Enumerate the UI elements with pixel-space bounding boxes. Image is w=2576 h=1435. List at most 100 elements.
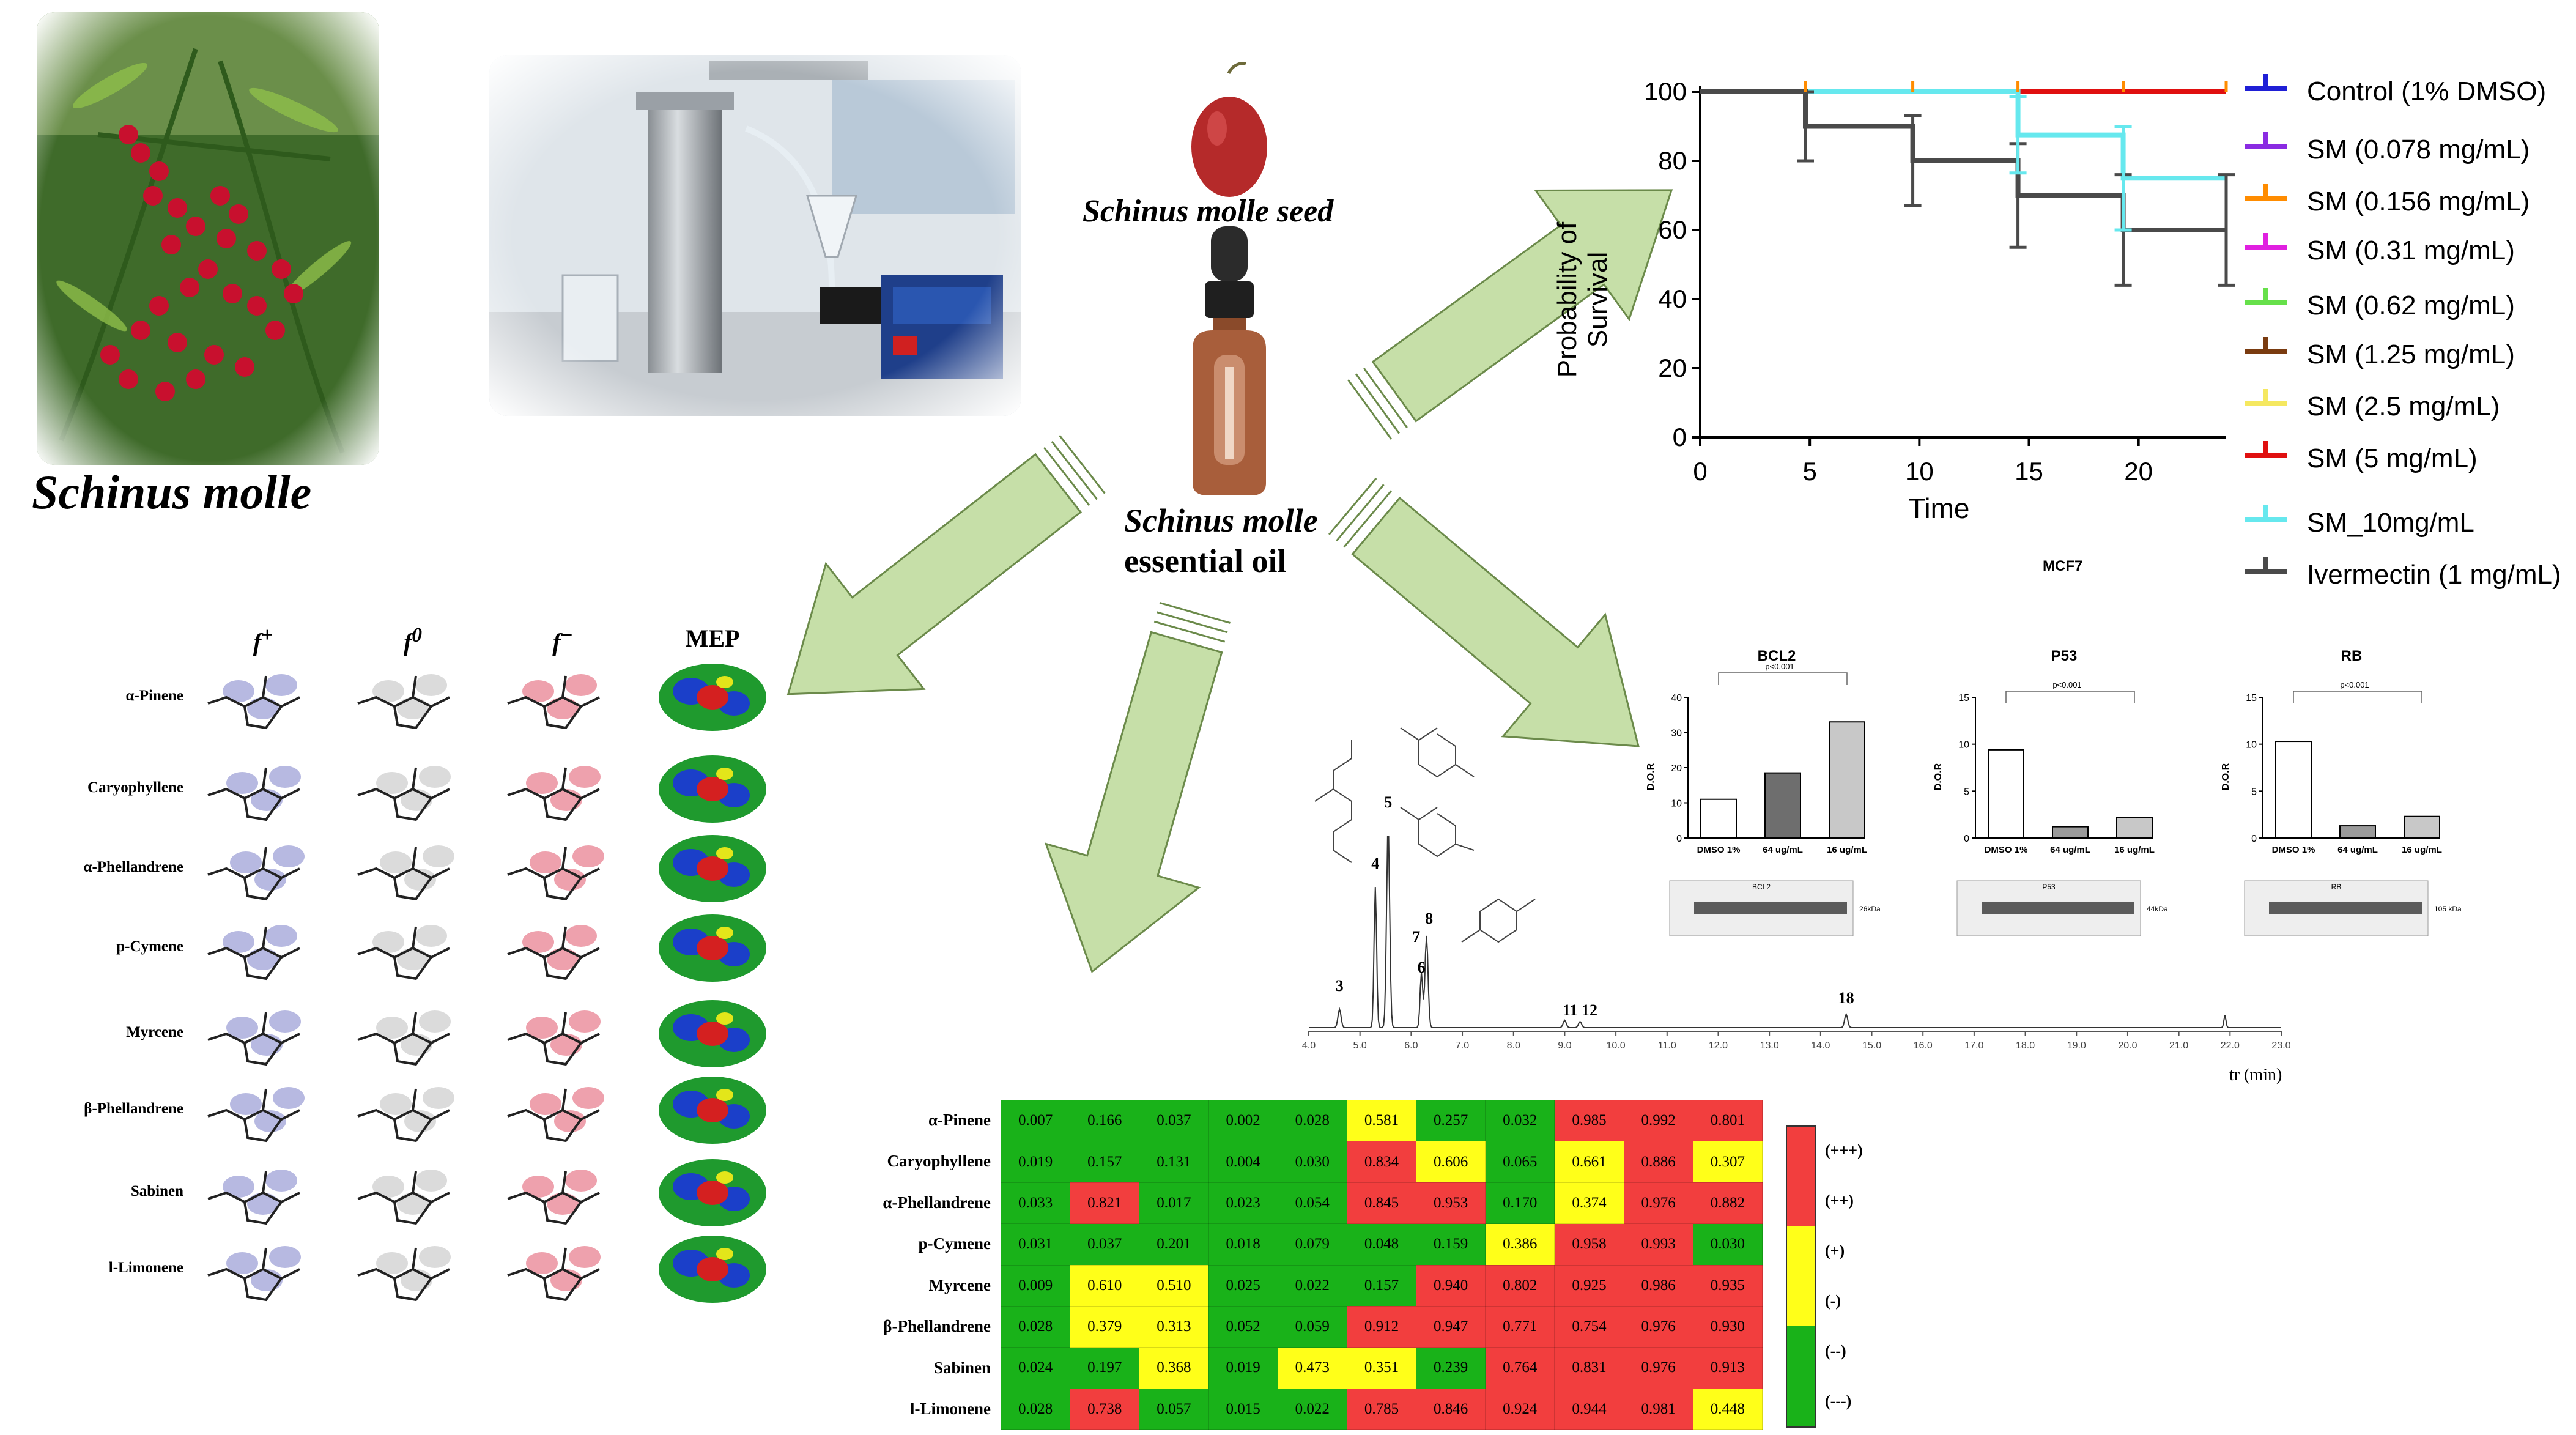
molecule-skeleton: [507, 1108, 600, 1121]
wb-category-label: 64 ug/mL: [1763, 845, 1803, 855]
heatmap-cell: 0.379: [1070, 1305, 1140, 1348]
molecule-skeleton: [412, 1012, 417, 1034]
orbital-lobe: [265, 925, 297, 947]
molecule-skeleton: [243, 1201, 283, 1225]
mep-surface: [659, 1236, 766, 1303]
mep-blob: [697, 856, 728, 881]
fukui-function-molecule: [207, 674, 300, 730]
orbital-lobe: [226, 772, 258, 794]
heatmap-cell: 0.976: [1623, 1182, 1693, 1225]
gc-tick-label: 6.0: [1404, 1040, 1418, 1051]
heatmap-cell: 0.025: [1208, 1264, 1278, 1307]
orbital-lobe: [522, 1176, 554, 1198]
heatmap-legend-label: (---): [1825, 1392, 1852, 1410]
heatmap-row-label: α-Phellandrene: [883, 1193, 991, 1212]
blot-band: [2269, 902, 2422, 914]
molecule-skeleton: [543, 1277, 582, 1302]
legend-label: SM (5 mg/mL): [2307, 443, 2478, 473]
orbital-lobe: [376, 1252, 408, 1274]
molecule-skeleton: [357, 1267, 450, 1280]
molecule-skeleton: [243, 705, 283, 730]
orbital-lobe: [226, 1017, 258, 1039]
legend-label: SM (0.62 mg/mL): [2307, 291, 2515, 321]
fukui-function-molecule: [357, 1246, 451, 1302]
heatmap-cell: 0.015: [1208, 1388, 1278, 1431]
heatmap-legend-label: (--): [1825, 1342, 1846, 1360]
molecule-skeleton: [207, 946, 300, 959]
x-tick-label: 20: [2124, 457, 2153, 486]
mep-blob: [716, 847, 733, 859]
significance-bracket: [2293, 691, 2422, 703]
gc-tick-label: 17.0: [1964, 1040, 1983, 1051]
heatmap-cell: 0.054: [1277, 1182, 1347, 1225]
legend-swatch-icon: [2245, 288, 2287, 305]
mep-blob: [697, 1181, 728, 1205]
molecule-skeleton: [262, 1088, 267, 1111]
molecule-skeleton: [507, 867, 600, 880]
gc-tick-label: 9.0: [1558, 1040, 1571, 1051]
x-tick-label: 10: [1905, 457, 1934, 486]
heatmap-row-label: β-Phellandrene: [883, 1317, 991, 1336]
heatmap-cell: 0.028: [1000, 1388, 1071, 1431]
y-tick-label: 60: [1658, 215, 1687, 244]
survival-ylabel: Probability of Survival: [1552, 221, 1613, 378]
wb-tick-label: 40: [1671, 693, 1682, 703]
heatmap-cell: 0.065: [1485, 1141, 1555, 1183]
wb-title: BCL2: [1758, 648, 1796, 664]
mep-blob: [716, 1012, 733, 1025]
legend-entry: SM (2.5 mg/mL): [2238, 385, 2569, 422]
molecule-skeleton: [507, 787, 600, 800]
legend-entry: SM (0.62 mg/mL): [2238, 284, 2569, 321]
orbital-lobe: [223, 1176, 254, 1198]
legend-swatch-icon: [2245, 337, 2287, 354]
heatmap-cell: 0.048: [1346, 1223, 1417, 1266]
schinus-plant-photo: [37, 12, 379, 465]
fukui-function-molecule: [507, 1170, 600, 1225]
heatmap-cell: 0.037: [1070, 1223, 1140, 1266]
wb-bar: [2052, 826, 2089, 839]
wb-bar: [1829, 721, 1865, 839]
wb-tick-label: 10: [1958, 740, 1969, 751]
molecule-skeleton: [412, 847, 417, 869]
heatmap-legend-label: (++): [1825, 1192, 1854, 1209]
heatmap-cell: 0.912: [1346, 1305, 1417, 1348]
orbital-lobe: [522, 680, 554, 702]
orbital-lobe: [247, 1193, 279, 1215]
wb-category-label: DMSO 1%: [1697, 845, 1741, 855]
fukui-function-molecule: [357, 1010, 451, 1066]
mep-surface: [659, 914, 766, 982]
mep-surface: [659, 1159, 766, 1226]
essential-oil-bottle-icon: [1193, 226, 1266, 495]
gc-tick-label: 15.0: [1862, 1040, 1881, 1051]
molecule-skeleton: [412, 675, 417, 698]
molecule-skeleton: [393, 877, 432, 901]
blot-band: [1694, 902, 1847, 914]
blot-label: P53: [2042, 883, 2056, 891]
heatmap-cell: 0.019: [1208, 1347, 1278, 1389]
molecule-skeleton: [561, 1088, 567, 1111]
heatmap-cell: 0.201: [1139, 1223, 1209, 1266]
molecule-skeleton: [412, 926, 417, 949]
heatmap-cell: 0.079: [1277, 1223, 1347, 1266]
heatmap-cell: 0.157: [1070, 1141, 1140, 1183]
fukui-function-molecule: [357, 1087, 454, 1143]
molecule-skeleton: [543, 1201, 582, 1225]
legend-swatch-icon: [2245, 233, 2287, 250]
fukui-function-molecule: [357, 766, 451, 821]
heatmap-cell: 0.239: [1416, 1347, 1486, 1389]
wb-tick-label: 20: [1671, 763, 1682, 774]
gc-tick-label: 21.0: [2169, 1040, 2188, 1051]
mep-blob: [697, 1257, 728, 1281]
molecule-skeleton: [207, 695, 300, 708]
wb-bar: [2275, 741, 2312, 839]
molecule-skeleton: [262, 675, 267, 698]
molecule-skeleton: [262, 926, 267, 949]
gc-tick-label: 23.0: [2271, 1040, 2290, 1051]
heatmap-cell: 0.930: [1692, 1305, 1763, 1348]
extraction-apparatus-photo: [489, 55, 1021, 416]
heatmap-cell: 0.882: [1692, 1182, 1763, 1225]
y-tick-label: 80: [1658, 146, 1687, 175]
header-mep: MEP: [685, 625, 740, 652]
